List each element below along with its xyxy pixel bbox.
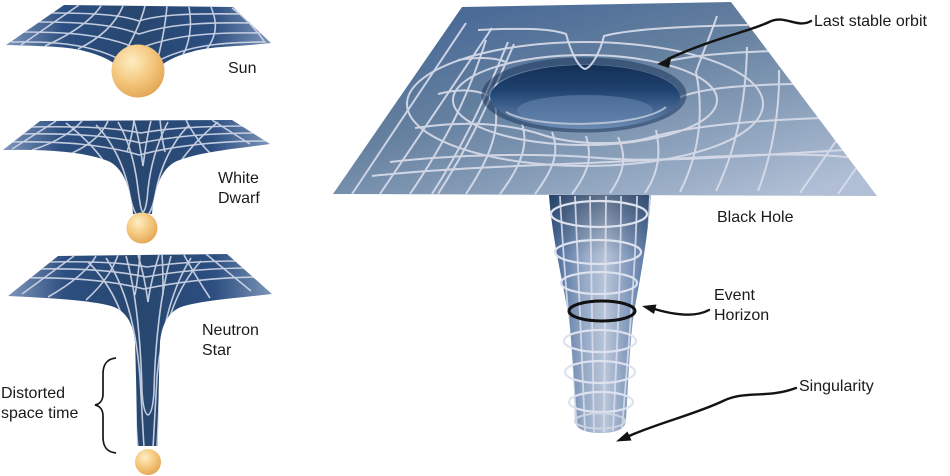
singularity-arrow bbox=[625, 386, 798, 439]
white-dwarf-label: White Dwarf bbox=[218, 170, 260, 207]
event-horizon-arrowhead bbox=[642, 304, 657, 314]
event-horizon-label: Event Horizon bbox=[714, 287, 770, 324]
black-hole-grid-dip-line bbox=[477, 24, 749, 71]
black-hole-rim-shadow bbox=[481, 57, 687, 133]
distorted-spacetime-brace bbox=[94, 357, 117, 454]
black-hole-label: Black Hole bbox=[717, 209, 794, 226]
black-hole-funnel-tube bbox=[549, 195, 651, 433]
event-horizon-arrow bbox=[649, 306, 711, 316]
black-hole-floor bbox=[517, 95, 653, 125]
neutron-star-mesh bbox=[8, 254, 272, 475]
sun-sphere bbox=[111, 44, 165, 98]
sun-label: Sun bbox=[228, 60, 257, 77]
neutron-star-sphere bbox=[135, 449, 161, 475]
tube-rings bbox=[549, 199, 649, 430]
last-stable-orbit-arrow bbox=[666, 18, 813, 61]
black-hole-plane bbox=[333, 2, 877, 196]
singularity-label: Singularity bbox=[799, 378, 874, 395]
annotation-arrowheads bbox=[616, 56, 672, 442]
black-hole-inner-arc bbox=[505, 106, 667, 125]
sun-sheet bbox=[6, 5, 271, 84]
last-stable-orbit-arrowhead bbox=[657, 56, 672, 68]
annotation-arrows bbox=[625, 18, 813, 439]
white-dwarf-sphere bbox=[126, 212, 158, 244]
event-horizon-ring bbox=[567, 299, 637, 323]
sun-mesh bbox=[6, 5, 271, 98]
last-stable-orbit-label: Last stable orbit bbox=[814, 13, 927, 30]
neutron-star-label: Neutron Star bbox=[202, 322, 259, 359]
distorted-spacetime-label: Distorted space time bbox=[1, 385, 79, 422]
black-hole-plane-grid bbox=[351, 15, 872, 195]
singularity-arrowhead bbox=[616, 431, 632, 442]
